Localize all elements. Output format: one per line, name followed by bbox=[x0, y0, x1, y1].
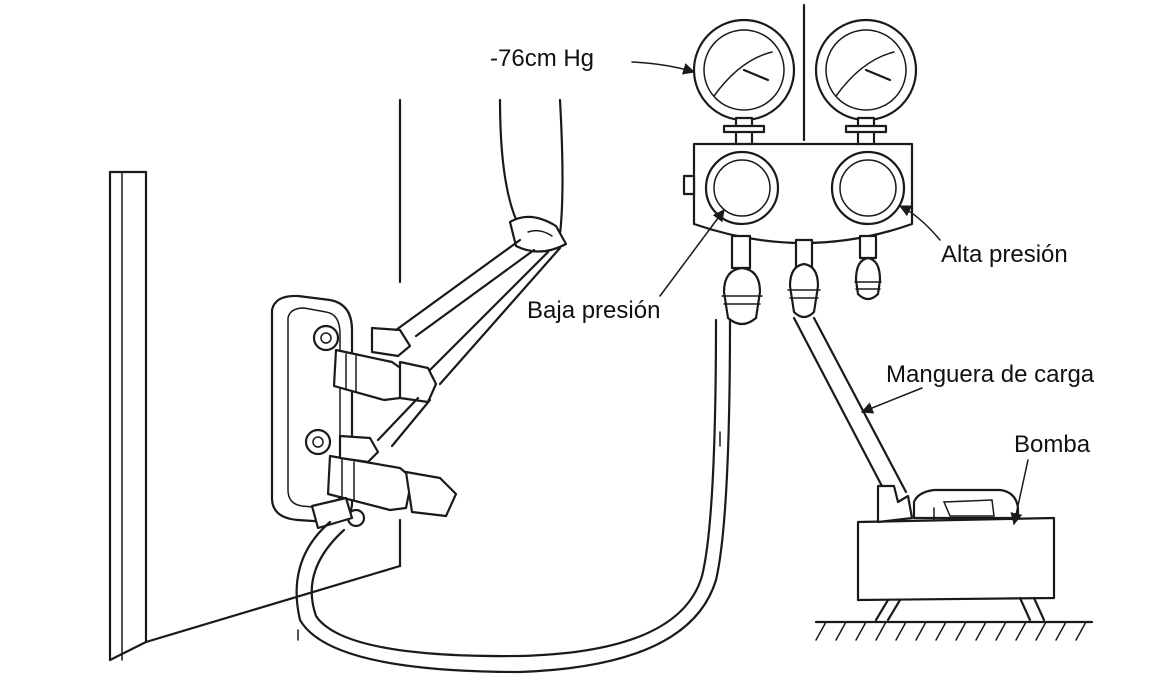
outdoor-unit bbox=[108, 98, 402, 662]
manifold-gauge-set bbox=[682, 3, 918, 326]
low-pressure-label: Baja presión bbox=[527, 297, 660, 324]
charge-hose-label: Manguera de carga bbox=[886, 361, 1095, 388]
charge-hose-line bbox=[792, 316, 908, 494]
high-pressure-label: Alta presión bbox=[941, 241, 1068, 268]
pump-label: Bomba bbox=[1014, 431, 1091, 458]
leader-lines bbox=[631, 61, 1029, 526]
vacuum-reading-label: -76cm Hg bbox=[490, 45, 594, 72]
low-pressure-hose bbox=[295, 318, 732, 674]
refrigerant-lines bbox=[376, 98, 568, 448]
service-valves bbox=[270, 294, 458, 530]
vacuum-pump bbox=[814, 484, 1094, 641]
